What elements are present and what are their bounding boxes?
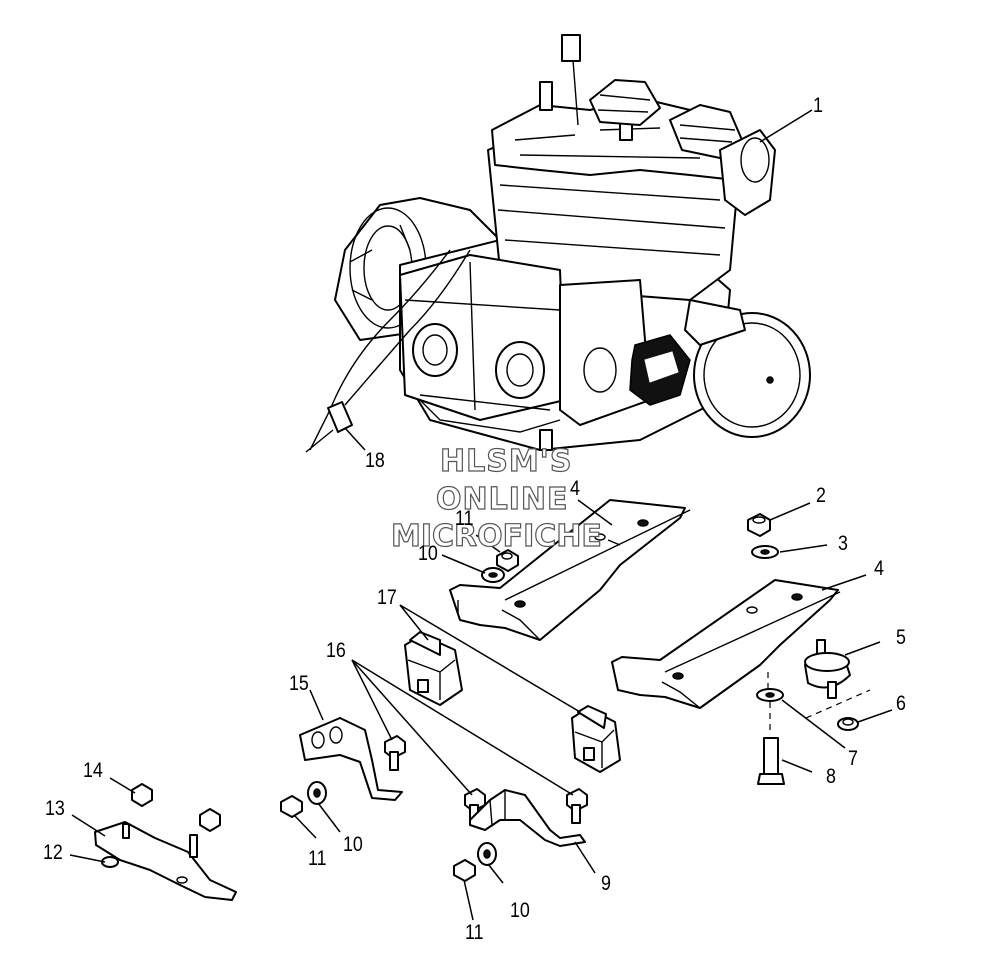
callout-8: 8	[826, 765, 836, 788]
engine-mount-bracket-front	[611, 579, 841, 709]
callout-3: 3	[838, 532, 848, 555]
callout-4-upper: 4	[570, 477, 580, 500]
callout-13: 13	[45, 797, 65, 820]
washer-3	[751, 545, 779, 559]
bracket-13	[94, 821, 237, 901]
washer-10-bottom	[477, 842, 497, 866]
leader-lines	[69, 109, 893, 921]
callout-14: 14	[83, 759, 103, 782]
bolt-8	[757, 737, 785, 785]
callout-10-left: 10	[343, 833, 363, 856]
callout-10-upper: 10	[418, 542, 438, 565]
callout-9: 9	[601, 872, 611, 895]
nut-14-b	[199, 808, 221, 832]
bolt-16-a	[384, 735, 406, 771]
nut-6	[837, 717, 859, 731]
engine-mount-bracket-rear	[449, 499, 691, 641]
bracket-9	[469, 789, 586, 847]
engine-assembly	[305, 34, 811, 453]
callout-1: 1	[813, 94, 823, 117]
nut-11-bottom	[453, 859, 476, 882]
bolt-16-c	[566, 788, 588, 824]
nut-11-left	[280, 795, 303, 818]
rubber-mount-5	[804, 639, 851, 699]
bracket-15	[299, 717, 403, 801]
snubber-17-lower	[571, 705, 621, 773]
washer-7	[756, 688, 784, 702]
callout-15: 15	[289, 672, 309, 695]
callout-18: 18	[365, 449, 385, 472]
callout-7: 7	[848, 747, 858, 770]
snubber-17-upper	[404, 631, 463, 706]
callout-16: 16	[326, 639, 346, 662]
nut-11-upper	[496, 549, 519, 572]
nut-2	[747, 513, 771, 537]
washer-10-left	[307, 781, 327, 805]
callout-12: 12	[43, 841, 63, 864]
nut-14-a	[131, 783, 153, 807]
watermark-line-2: ONLINE	[435, 482, 569, 517]
callout-2: 2	[816, 484, 826, 507]
callout-11-left: 11	[308, 847, 327, 870]
callout-10-bottom: 10	[510, 899, 530, 922]
callout-11-bottom: 11	[465, 921, 484, 944]
watermark-line-1: HLSM'S	[439, 444, 573, 479]
washer-10-upper	[481, 567, 505, 583]
callout-6: 6	[896, 692, 906, 715]
callout-17: 17	[377, 586, 397, 609]
watermark-line-3: MICROFICHE	[390, 519, 602, 554]
callout-4-lower: 4	[874, 557, 884, 580]
callout-5: 5	[896, 626, 906, 649]
callout-11-upper: 11	[455, 507, 474, 530]
